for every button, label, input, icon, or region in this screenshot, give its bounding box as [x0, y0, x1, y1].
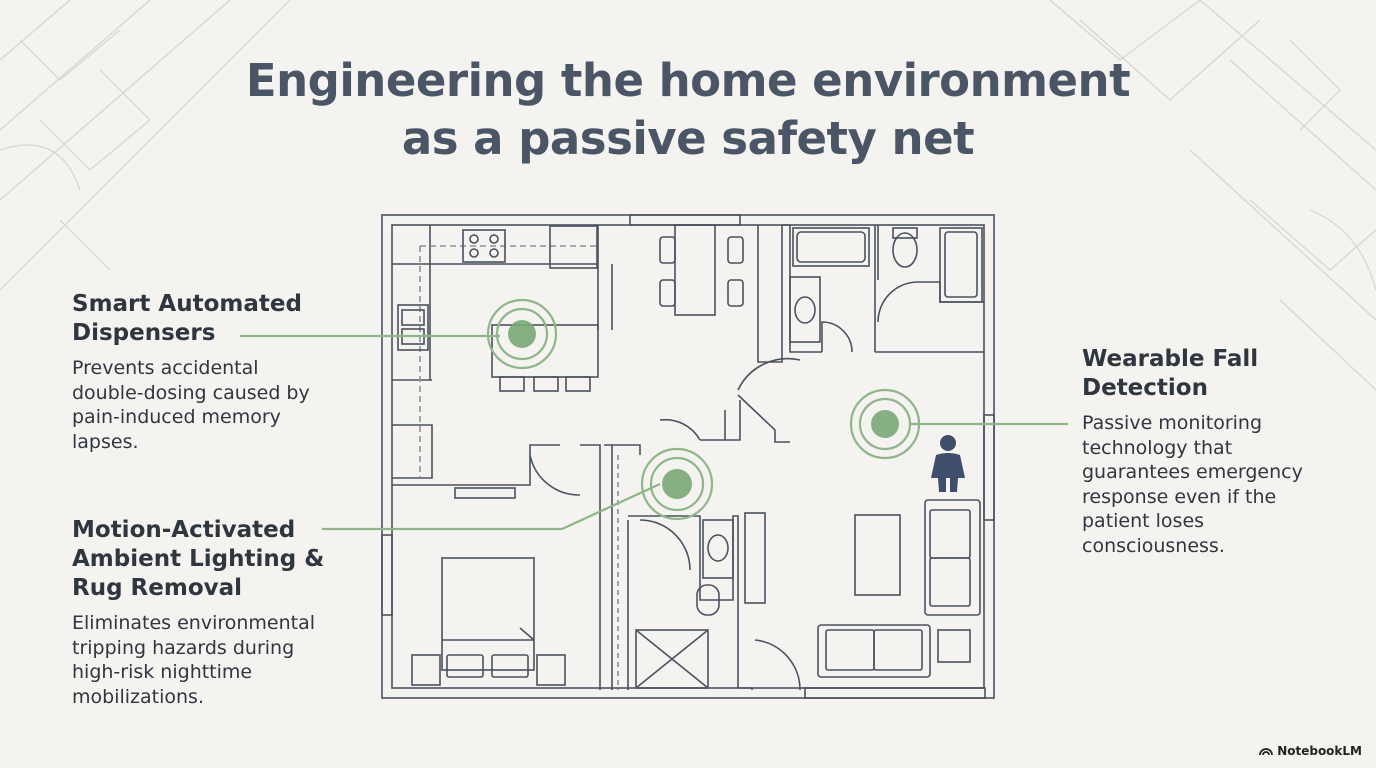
bathroom-door [821, 321, 853, 353]
callout-smart-dispensers: Smart Automated Dispensers Prevents acci… [72, 290, 332, 454]
kitchen-sink [397, 304, 429, 351]
small-bathroom-door [639, 519, 691, 571]
sofa-bottom [817, 624, 931, 678]
callout-body: Eliminates environmental tripping hazard… [72, 612, 316, 708]
page-title: Engineering the home environment as a pa… [0, 52, 1376, 168]
stove [462, 229, 506, 263]
notebooklm-logo-icon [1259, 748, 1274, 756]
shower [939, 227, 983, 303]
notebooklm-branding: NotebookLM [1259, 744, 1362, 758]
callout-heading: Smart Automated Dispensers [72, 291, 302, 346]
shower-stall [635, 629, 709, 689]
coffee-table [854, 514, 901, 596]
side-table [937, 629, 971, 663]
bathtub [792, 227, 870, 267]
callout-motion-lighting: Motion-Activated Ambient Lighting & Rug … [72, 516, 332, 709]
toilet [892, 232, 918, 268]
leader-line-lighting [322, 483, 661, 531]
callout-heading: Wearable Fall Detection [1082, 346, 1259, 401]
callout-fall-detection: Wearable Fall Detection Passive monitori… [1082, 345, 1332, 558]
fridge [549, 225, 598, 269]
dining-table [674, 224, 716, 316]
brand-label: NotebookLM [1277, 744, 1362, 758]
title-line-2: as a passive safety net [401, 112, 975, 165]
front-door [754, 639, 801, 691]
entry-door [529, 454, 581, 496]
person-icon [931, 435, 965, 492]
bed [441, 557, 535, 671]
callout-heading: Motion-Activated Ambient Lighting & Rug … [72, 517, 325, 601]
small-toilet [696, 584, 720, 616]
title-line-1: Engineering the home environment [245, 54, 1131, 107]
sofa-right [924, 499, 981, 616]
tv-stand [454, 487, 516, 499]
callout-body: Prevents accidental double-dosing caused… [72, 357, 310, 453]
callout-body: Passive monitoring technology that guara… [1082, 412, 1303, 557]
sensor-icon-lighting [640, 447, 714, 521]
sensor-icon-dispensers [486, 298, 558, 370]
sensor-icon-fall-detection [849, 388, 921, 460]
small-bathroom-sink [702, 519, 734, 579]
bathroom-sink [789, 276, 821, 343]
kitchen-island [491, 324, 599, 378]
kitchen-counter [429, 225, 599, 265]
